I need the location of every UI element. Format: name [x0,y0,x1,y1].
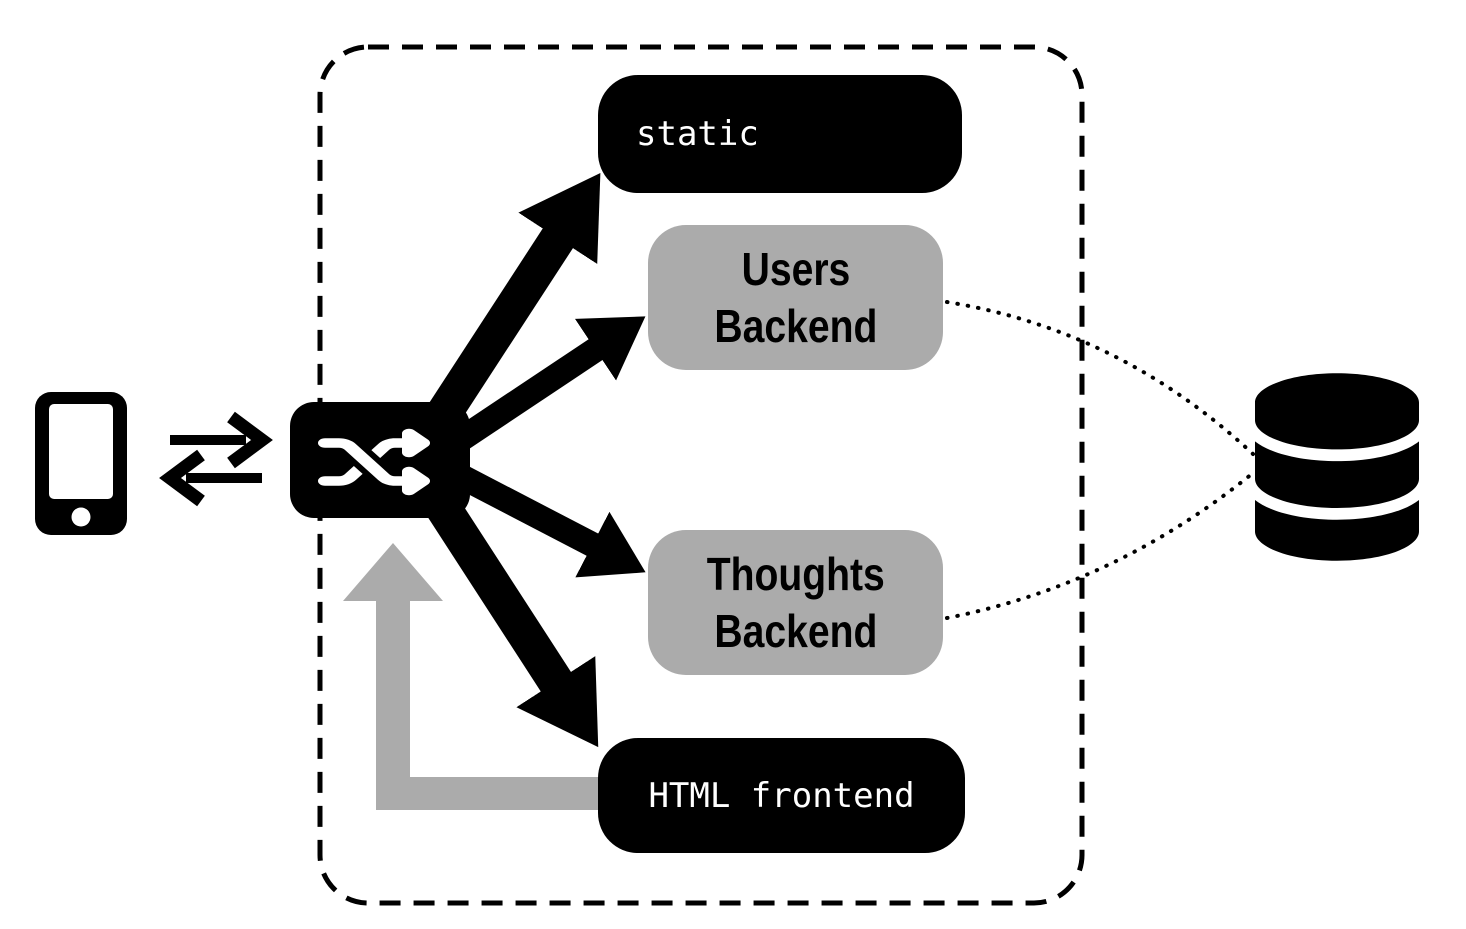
node-thoughts-backend-label-line2: Backend [714,604,877,657]
edge-thoughts-backend-to-database [945,471,1255,620]
phone-icon [35,392,127,535]
node-thoughts-backend-label-line1: Thoughts [706,547,885,600]
edge-load-balancer-to-users-backend [438,316,646,461]
load-balancer-box [290,402,470,518]
edge-html-frontend-to-load-balancer [343,543,599,810]
transfer-arrows-icon [159,411,273,507]
node-users-backend-label-line1: Users [741,242,850,295]
node-users-backend-label-line2: Backend [714,299,877,352]
node-static: static [598,75,962,193]
shuffle-load-balancer-icon [318,428,430,496]
node-thoughts-backend: Thoughts Backend [648,530,943,675]
database-icon [1255,373,1419,561]
node-html-frontend-label: HTML frontend [648,775,915,816]
edge-users-backend-to-database [945,300,1255,456]
node-static-label: static [636,114,759,154]
node-users-backend: Users Backend [648,225,943,370]
node-html-frontend: HTML frontend [598,738,965,853]
